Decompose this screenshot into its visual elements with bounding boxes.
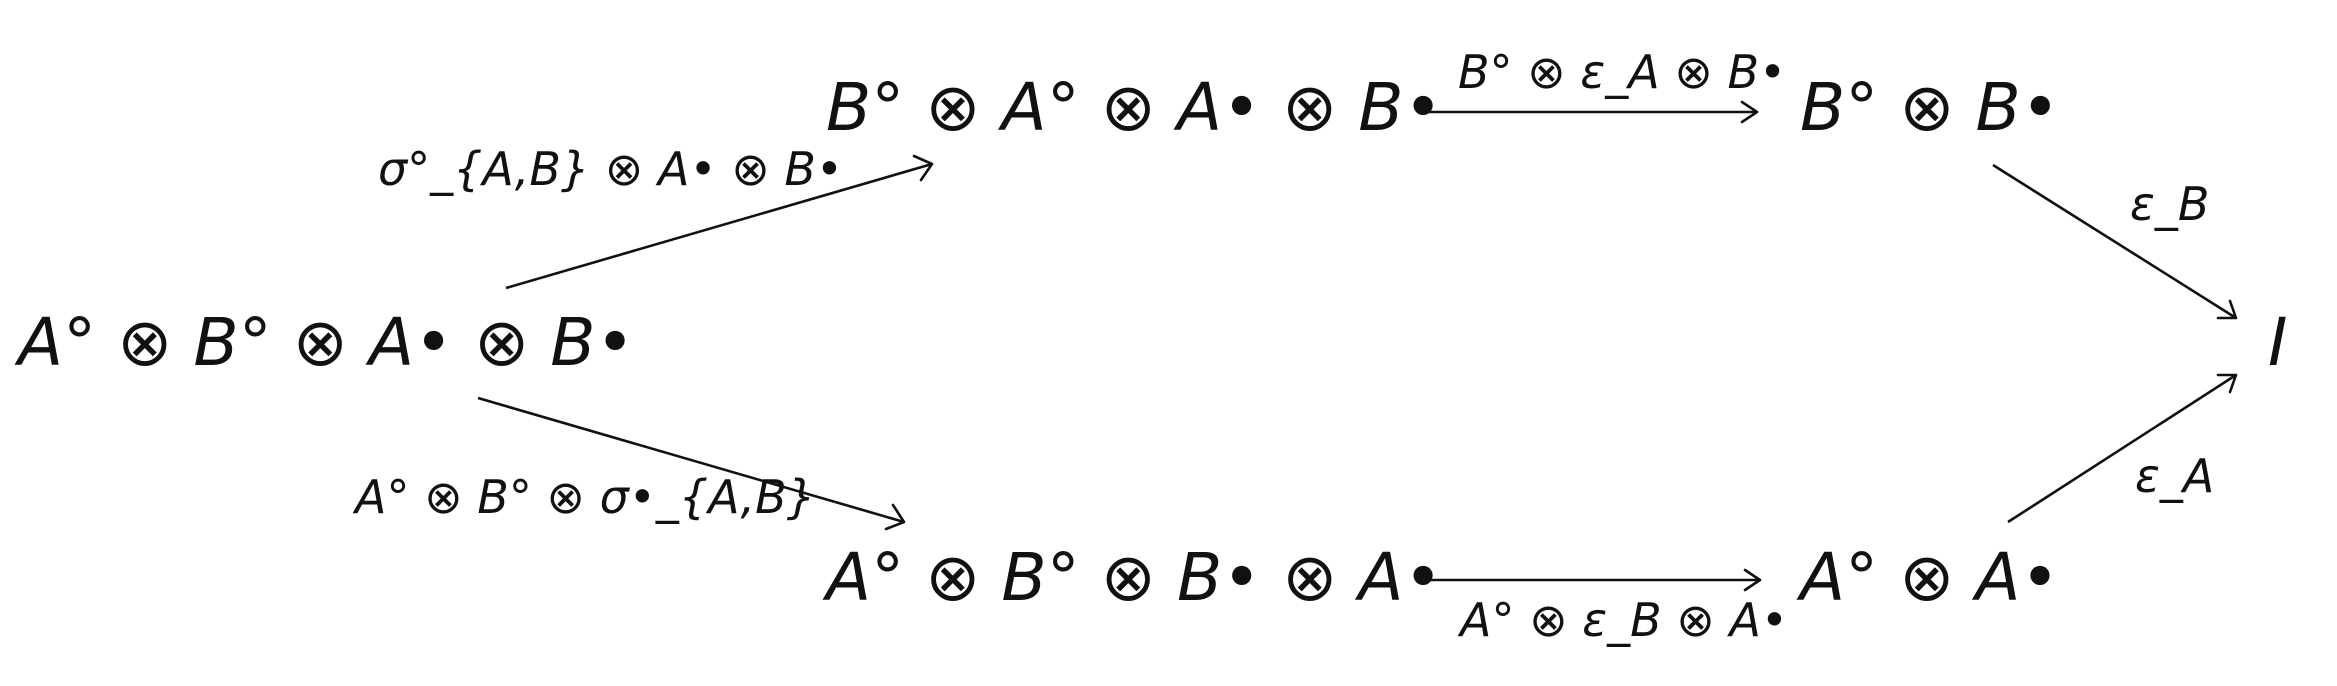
arrow-top-right-to-unit bbox=[1992, 163, 2237, 320]
label-start-to-bottom: A° ⊗ B° ⊗ σ•_{A,B} bbox=[352, 470, 816, 524]
arrowhead-bottom-to-right-icon bbox=[1743, 568, 1762, 592]
node-bottom-right: A° ⊗ A• bbox=[1796, 539, 2060, 616]
arrow-start-to-bottom bbox=[477, 396, 905, 524]
arrowhead-top-to-right-icon bbox=[1740, 100, 1759, 124]
node-top-middle: B° ⊗ A° ⊗ A• ⊗ B• bbox=[826, 69, 1443, 146]
node-start: A° ⊗ B° ⊗ A• ⊗ B• bbox=[14, 304, 635, 381]
label-bottom-to-right: A° ⊗ ε_B ⊗ A• bbox=[1457, 593, 1788, 647]
label-top-right-to-unit: ε_B bbox=[2130, 177, 2209, 231]
arrowhead-start-to-top-icon bbox=[912, 154, 934, 182]
label-top-to-right: B° ⊗ ε_A ⊗ B• bbox=[1458, 45, 1786, 99]
label-start-to-top: σ°_{A,B} ⊗ A• ⊗ B• bbox=[378, 142, 843, 196]
label-bottom-right-to-unit: ε_A bbox=[2135, 449, 2214, 503]
arrowhead-top-right-to-unit-icon bbox=[2216, 299, 2238, 320]
node-bottom-middle: A° ⊗ B° ⊗ B• ⊗ A• bbox=[822, 539, 1443, 616]
node-top-right: B° ⊗ B• bbox=[1800, 69, 2060, 146]
arrow-bottom-right-to-unit bbox=[2007, 373, 2237, 524]
arrow-start-to-top bbox=[505, 162, 933, 290]
node-unit: I bbox=[2268, 304, 2287, 381]
arrowhead-bottom-right-to-unit-icon bbox=[2216, 373, 2238, 394]
arrowhead-start-to-bottom-icon bbox=[884, 503, 906, 531]
